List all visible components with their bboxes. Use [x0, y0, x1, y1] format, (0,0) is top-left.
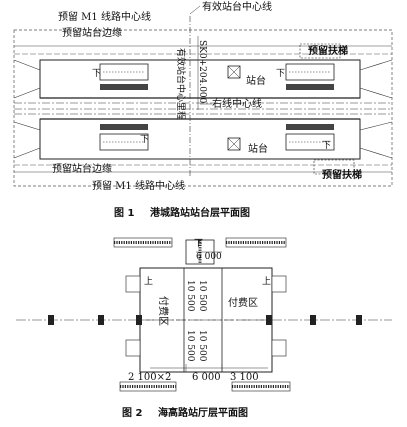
column-4 — [266, 315, 272, 325]
label-paid-left: 付费区 — [157, 296, 170, 326]
arrow-left: 上 — [144, 276, 153, 287]
platform-left-taper — [13, 59, 41, 159]
figure-1-caption-text: 港城路站站台层平面图 — [150, 206, 250, 219]
label-edge-bottom: 预留站台边缘 — [52, 162, 112, 175]
arrow-top-left: 下 — [92, 69, 101, 79]
arrow-top: 下 — [194, 239, 203, 249]
stair-top-left — [100, 84, 148, 90]
label-escalator-top: 预留扶梯 — [308, 44, 348, 57]
column-5 — [310, 315, 316, 325]
arrow-right: 上 — [262, 276, 271, 287]
dim-bottom-right: 3 100 — [230, 372, 259, 383]
reserved-escalator-top — [299, 43, 341, 59]
dim-10500-d: 10 500 — [197, 330, 207, 362]
elevator-top — [227, 65, 241, 79]
escalator-left-upper — [125, 275, 141, 293]
dim-bottom-left: 2 100×2 — [128, 372, 171, 383]
platform-right-taper — [359, 59, 393, 159]
label-effective-center: 有效站台中心线 — [202, 0, 272, 13]
label-platform-bottom: 站台 — [248, 142, 268, 155]
figure-2-caption-text: 海高路站厅层平面图 — [158, 406, 248, 419]
column-1 — [48, 315, 54, 325]
dim-10500-b: 10 500 — [197, 280, 207, 312]
label-m1-bottom: 预留 M1 线路中心线 — [92, 179, 185, 192]
figure-2-concourse-plan: 下 6 000 上 上 付费区 付费区 10 500 10 500 10 500… — [16, 237, 392, 419]
arrow-bottom-left: 下 — [140, 135, 149, 145]
elevator-bottom — [227, 137, 241, 151]
dim-10500-a: 10 500 — [185, 280, 195, 312]
figure-1-caption-num: 图 1 — [114, 207, 134, 219]
label-right-line: 右线中心线 — [212, 97, 262, 110]
dim-10500-c: 10 500 — [185, 330, 195, 362]
label-escalator-bottom: 预留扶梯 — [322, 168, 362, 181]
label-vertical-mileage: 有效站台中心里程 — [175, 48, 187, 120]
column-2 — [98, 315, 104, 325]
column-6 — [356, 315, 362, 325]
stair-bottom-right — [286, 124, 334, 130]
label-m1-top: 预留 M1 线路中心线 — [58, 10, 151, 23]
label-edge-top: 预留站台边缘 — [62, 26, 122, 39]
label-vertical-value: SK0+204.000 — [197, 40, 207, 104]
reserved-escalator-bottom — [313, 159, 355, 175]
arrow-top-right: 下 — [276, 69, 285, 79]
figure-2-caption-num: 图 2 — [122, 407, 142, 419]
station-boundary — [13, 29, 393, 187]
platform-bottom — [39, 118, 361, 160]
elevator-top-x2 — [227, 65, 241, 79]
arrow-bottom-right: 下 — [322, 141, 331, 151]
dim-6000-top: 6 000 — [196, 252, 222, 262]
label-platform-top: 站台 — [246, 74, 266, 87]
label-paid-right: 付费区 — [228, 296, 258, 309]
leader-effective-center — [189, 5, 201, 15]
escalator-right-lower — [271, 339, 287, 357]
stair-bottom-left — [100, 124, 148, 130]
dim-bottom-mid: 6 000 — [192, 372, 221, 383]
escalator-right-upper — [271, 275, 287, 293]
column-3 — [136, 315, 142, 325]
stair-top-right — [286, 84, 334, 90]
escalator-left-lower — [125, 339, 141, 357]
elevator-bottom-x2 — [227, 137, 241, 151]
figure-1-station-platform-plan: 有效站台中心线 预留 M1 线路中心线 预留站台边缘 预留扶梯 站台 右线中心线… — [13, 0, 393, 219]
